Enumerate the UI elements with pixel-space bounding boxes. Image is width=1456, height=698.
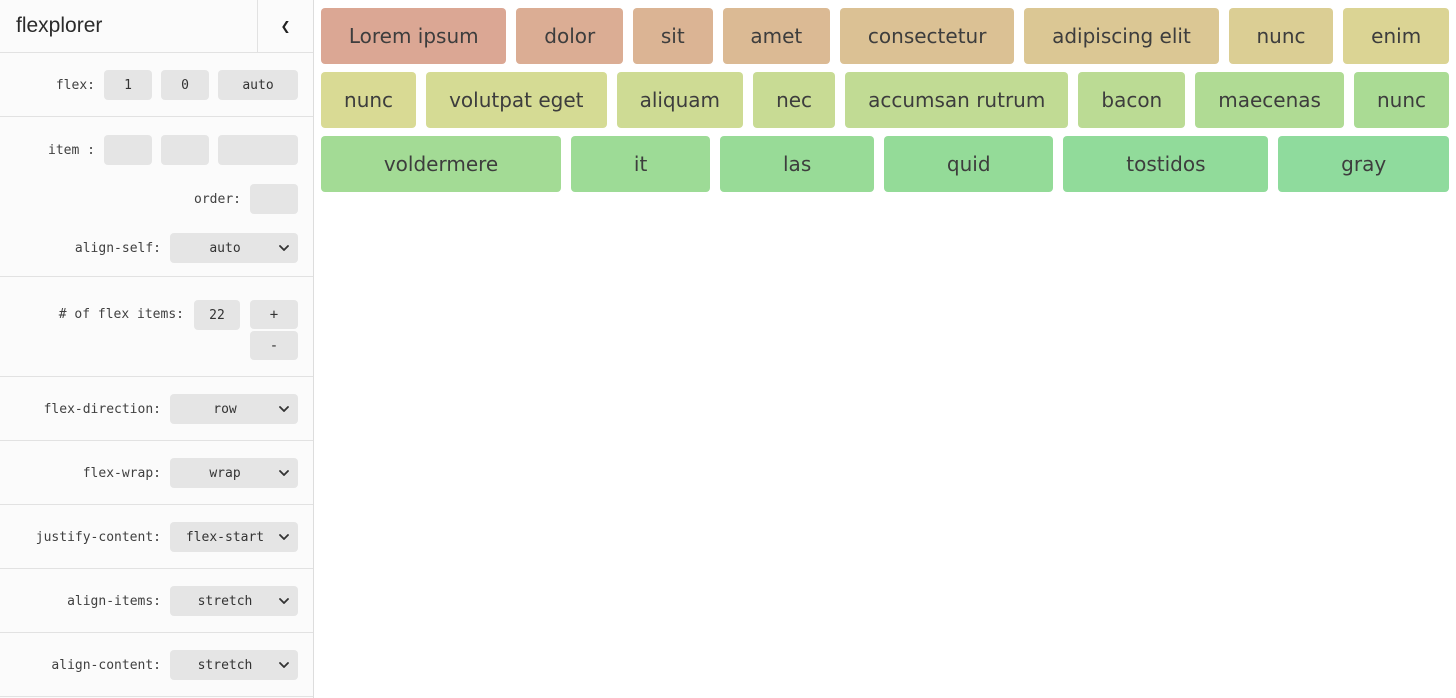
app-title: flexplorer (16, 14, 103, 37)
flex-item[interactable]: bacon (1078, 72, 1186, 128)
remove-item-button[interactable]: - (250, 331, 298, 360)
item-label: item : (48, 142, 95, 158)
align-items-label: align-items: (67, 593, 161, 609)
flex-wrap-label: flex-wrap: (82, 465, 161, 481)
flex-item[interactable]: nunc (1228, 8, 1334, 64)
justify-content-section: justify-content: flex-start (0, 505, 313, 569)
flex-item[interactable]: it (571, 136, 711, 192)
justify-content-select[interactable]: flex-start (170, 522, 298, 552)
chevron-down-icon (279, 662, 289, 668)
order-input[interactable] (250, 184, 298, 214)
order-label: order: (194, 191, 241, 207)
flex-item[interactable]: Lorem ipsum (321, 8, 507, 64)
flex-shrink-input[interactable] (161, 70, 209, 100)
item-count-label: # of flex items: (58, 307, 184, 322)
flex-item[interactable]: voldermere (321, 136, 562, 192)
chevron-left-icon: ❮ (280, 19, 291, 33)
flex-item[interactable]: amet (722, 8, 831, 64)
align-content-select[interactable]: stretch (170, 650, 298, 680)
chevron-down-icon (279, 406, 289, 412)
flex-item[interactable]: sit (633, 8, 713, 64)
sidebar-header: flexplorer ❮ (0, 0, 313, 53)
flex-item[interactable]: dolor (516, 8, 624, 64)
align-self-label: align-self: (74, 240, 161, 256)
flex-item[interactable]: nunc (321, 72, 417, 128)
add-item-button[interactable]: + (250, 300, 298, 329)
flex-item[interactable]: quid (884, 136, 1054, 192)
flex-section: flex: (0, 53, 313, 117)
justify-content-label: justify-content: (35, 529, 161, 545)
collapse-sidebar-button[interactable]: ❮ (257, 0, 313, 52)
flex-item[interactable]: maecenas (1195, 72, 1344, 128)
flex-item[interactable]: nunc (1353, 72, 1450, 128)
item-count-steppers: + - (250, 300, 298, 360)
flex-wrap-value: wrap (209, 465, 241, 481)
sidebar: flexplorer ❮ flex: item : order: align-s… (0, 0, 314, 698)
flex-item[interactable]: aliquam (616, 72, 744, 128)
flex-direction-select[interactable]: row (170, 394, 298, 424)
flex-wrap-section: flex-wrap: wrap (0, 441, 313, 505)
flex-wrap-select[interactable]: wrap (170, 458, 298, 488)
align-self-value: auto (209, 240, 241, 256)
align-items-select[interactable]: stretch (170, 586, 298, 616)
flex-item[interactable]: accumsan rutrum (845, 72, 1069, 128)
item-grow-input[interactable] (104, 135, 152, 165)
flex-item[interactable]: consectetur (840, 8, 1015, 64)
align-items-section: align-items: stretch (0, 569, 313, 633)
align-content-section: align-content: stretch (0, 633, 313, 697)
align-items-value: stretch (197, 593, 253, 609)
chevron-down-icon (279, 598, 289, 604)
chevron-down-icon (279, 470, 289, 476)
flex-basis-input[interactable] (218, 70, 298, 100)
flex-item[interactable]: tostidos (1063, 136, 1269, 192)
item-section: item : order: align-self: auto (0, 117, 313, 277)
flex-label: flex: (55, 77, 95, 93)
flex-item[interactable]: las (720, 136, 875, 192)
chevron-down-icon (279, 245, 289, 251)
flex-direction-label: flex-direction: (43, 401, 161, 417)
flex-item[interactable]: gray (1278, 136, 1450, 192)
align-self-select[interactable]: auto (170, 233, 298, 263)
align-content-label: align-content: (51, 657, 161, 673)
flex-direction-section: flex-direction: row (0, 377, 313, 441)
item-count-section: # of flex items: + - (0, 277, 313, 377)
flex-direction-value: row (213, 401, 237, 417)
item-count-input[interactable] (194, 300, 240, 330)
flex-grow-input[interactable] (104, 70, 152, 100)
item-shrink-input[interactable] (161, 135, 209, 165)
flex-item[interactable]: volutpat eget (426, 72, 607, 128)
justify-content-value: flex-start (185, 529, 265, 545)
flex-item[interactable]: enim (1343, 8, 1450, 64)
chevron-down-icon (279, 534, 289, 540)
flex-item[interactable]: adipiscing elit (1024, 8, 1219, 64)
flex-item[interactable]: nec (753, 72, 836, 128)
align-content-value: stretch (197, 657, 253, 673)
item-basis-input[interactable] (218, 135, 298, 165)
